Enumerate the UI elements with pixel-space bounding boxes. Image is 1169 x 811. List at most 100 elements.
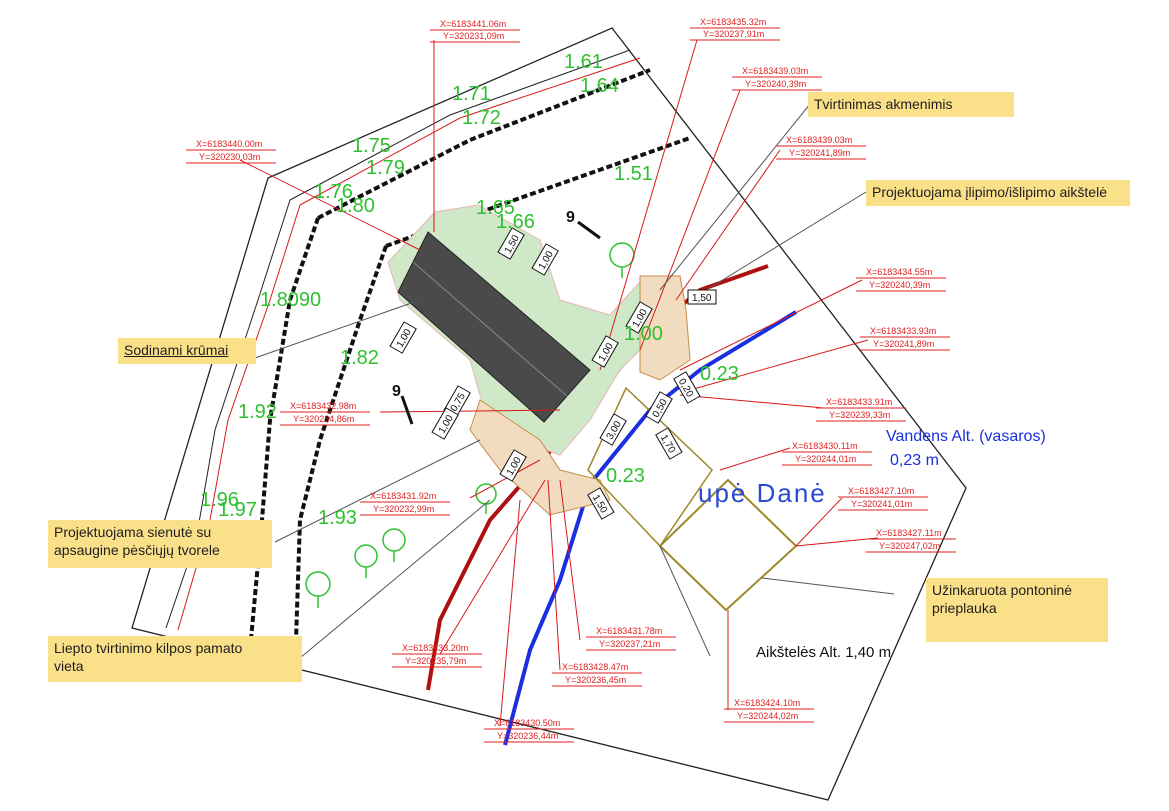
- svg-text:X=6183427.10m: X=6183427.10m: [848, 486, 914, 496]
- svg-text:X=6183435.32m: X=6183435.32m: [700, 17, 766, 27]
- walkway-axis: [412, 261, 568, 397]
- svg-text:Y=320231,09m: Y=320231,09m: [443, 31, 504, 41]
- pontoon-diamond: [658, 478, 798, 612]
- svg-text:Y=320236,44m: Y=320236,44m: [497, 731, 558, 741]
- elevation-label: 1.79: [366, 157, 405, 179]
- elevation-label: 1.97: [218, 499, 257, 521]
- callout-text: apsaugine pėsčiųjų tvorele: [54, 542, 220, 558]
- elevation-label: 0.23: [606, 465, 645, 487]
- road-line-black: [289, 49, 631, 201]
- road-line-black-2: [165, 199, 291, 629]
- road-edge-red: [299, 57, 641, 206]
- platform-elevation: Aikštelės Alt. 1,40 m: [756, 644, 892, 661]
- svg-text:Y=320244,02m: Y=320244,02m: [737, 711, 798, 721]
- callout-sienute: Projektuojama sienutė su apsaugine pėsči…: [48, 520, 272, 568]
- gravel-platform: [639, 275, 691, 381]
- water-level-title: Vandens Alt. (vasaros): [886, 428, 1046, 445]
- elevation-label: 1.82: [340, 347, 379, 369]
- svg-text:X=6183432.98m: X=6183432.98m: [290, 401, 356, 411]
- callout-leaders: [254, 103, 895, 659]
- svg-text:X=6183439.03m: X=6183439.03m: [742, 66, 808, 76]
- svg-text:Y=320241,89m: Y=320241,89m: [873, 339, 934, 349]
- svg-text:X=6183440.00m: X=6183440.00m: [196, 139, 262, 149]
- elevation-label: 1.80: [336, 195, 375, 217]
- elevation-label: 1.66: [496, 211, 535, 233]
- elevation-label: 1.72: [462, 107, 501, 129]
- svg-text:Y=320237,21m: Y=320237,21m: [599, 639, 660, 649]
- gravel-platform-2: [469, 399, 611, 516]
- path-dashed-outer: [317, 68, 651, 220]
- elevation-label: 1.51: [614, 163, 653, 185]
- svg-text:X=6183431.78m: X=6183431.78m: [596, 626, 662, 636]
- callout-text: Projektuojama įlipimo/išlipimo aikštelė: [872, 184, 1107, 200]
- svg-text:Y=320244,01m: Y=320244,01m: [795, 454, 856, 464]
- coordinate-leaders: [239, 39, 879, 727]
- callout-sodinami: Sodinami krūmai: [118, 338, 256, 364]
- callout-aikstele: Projektuojama įlipimo/išlipimo aikštelė: [866, 180, 1130, 206]
- callout-text: Sodinami krūmai: [124, 342, 229, 358]
- elevation-label: 1.00: [624, 323, 663, 345]
- elevation-label: 1.75: [352, 135, 391, 157]
- svg-text:X=6183431.92m: X=6183431.92m: [370, 491, 436, 501]
- callout-text: Tvirtinimas akmenimis: [814, 96, 953, 112]
- svg-text:Y=320236,45m: Y=320236,45m: [565, 675, 626, 685]
- svg-text:X=6183430.11m: X=6183430.11m: [792, 441, 858, 451]
- elevation-label: 1.61: [564, 51, 603, 73]
- svg-text:X=6183433.20m: X=6183433.20m: [402, 643, 468, 653]
- path-dashed-outer-2: [248, 217, 320, 651]
- elevation-label: 1.92: [238, 401, 277, 423]
- tree-icons: [305, 242, 635, 608]
- svg-text:X=6183430.50m: X=6183430.50m: [494, 718, 560, 728]
- svg-text:X=6183439.03m: X=6183439.03m: [786, 135, 852, 145]
- svg-text:Y=320232,99m: Y=320232,99m: [373, 504, 434, 514]
- callout-text: Užinkaruota pontoninė: [932, 582, 1073, 598]
- svg-text:Y=320241,89m: Y=320241,89m: [789, 148, 850, 158]
- elevation-label: 1.93: [318, 507, 357, 529]
- callout-tvirtinimas: Tvirtinimas akmenimis: [808, 92, 1014, 117]
- elevation-label: 1.8090: [260, 289, 321, 311]
- callout-text: Projektuojama sienutė su: [54, 524, 212, 540]
- section-mark-bottom: 9: [392, 383, 414, 425]
- elevation-label: 1.96: [200, 489, 239, 511]
- section-mark-label: 9: [392, 383, 401, 400]
- path-dashed-inner-2: [294, 245, 388, 641]
- svg-text:Y=320241,01m: Y=320241,01m: [851, 499, 912, 509]
- callout-uzinkaruota: Užinkaruota pontoninė prieplauka: [926, 578, 1108, 642]
- svg-text:Y=320240,39m: Y=320240,39m: [869, 280, 930, 290]
- elevation-label: 1.71: [452, 83, 491, 105]
- svg-text:X=6183434.55m: X=6183434.55m: [866, 267, 932, 277]
- svg-text:X=6183427.11m: X=6183427.11m: [876, 528, 942, 538]
- svg-text:Y=320237,91m: Y=320237,91m: [703, 29, 764, 39]
- elevation-label: 1.64: [580, 75, 619, 97]
- callout-text: vieta: [54, 658, 84, 674]
- svg-text:Y=320239,33m: Y=320239,33m: [829, 410, 890, 420]
- svg-text:X=6183424.10m: X=6183424.10m: [734, 698, 800, 708]
- section-mark-top: 9: [566, 209, 601, 240]
- river-name: upė Danė: [698, 478, 827, 508]
- svg-text:Y=320234,86m: Y=320234,86m: [293, 414, 354, 424]
- elevation-label: 1.76: [314, 181, 353, 203]
- elevation-labels: 1.61 1.64 1.71 1.72 1.75 1.79 1.76 1.80 …: [200, 51, 739, 529]
- callout-text: prieplauka: [932, 600, 997, 616]
- svg-text:X=6183433.91m: X=6183433.91m: [826, 397, 892, 407]
- dimension-label: 1,50: [692, 293, 712, 304]
- svg-text:X=6183441.06m: X=6183441.06m: [440, 19, 506, 29]
- callout-liepto: Liepto tvirtinimo kilpos pamato vieta: [48, 636, 302, 682]
